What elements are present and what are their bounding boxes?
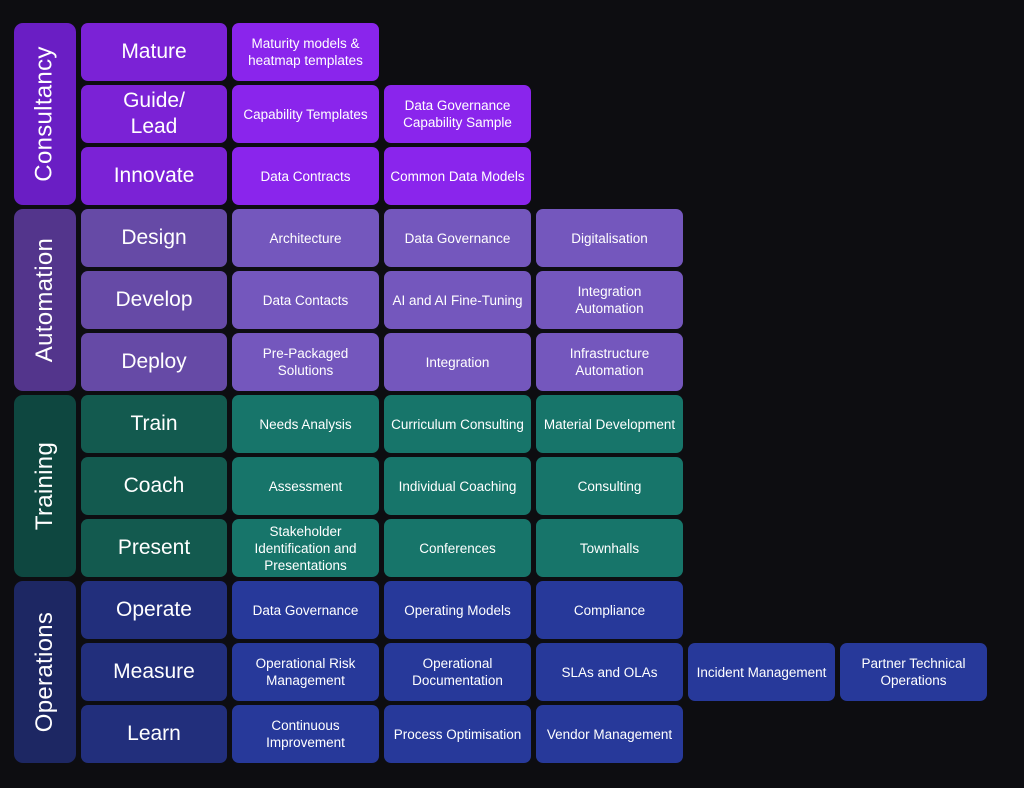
row-label-measure: Measure	[81, 643, 227, 701]
capability-cell: Assessment	[232, 457, 379, 515]
row-label-develop: Develop	[81, 271, 227, 329]
capability-cell: Stakeholder Identification and Presentat…	[232, 519, 379, 577]
capability-cell: Process Optimisation	[384, 705, 531, 763]
capability-cell: Partner Technical Operations	[840, 643, 987, 701]
capability-cell: Townhalls	[536, 519, 683, 577]
capability-cell: Infrastructure Automation	[536, 333, 683, 391]
capability-cell: Capability Templates	[232, 85, 379, 143]
row-label-deploy: Deploy	[81, 333, 227, 391]
capability-cell: Operational Documentation	[384, 643, 531, 701]
row-label-design: Design	[81, 209, 227, 267]
capability-cell: Consulting	[536, 457, 683, 515]
capability-cell: Operating Models	[384, 581, 531, 639]
category-training: Training	[14, 395, 76, 577]
row-label-guide-lead: Guide/ Lead	[81, 85, 227, 143]
capability-cell: Data Governance	[232, 581, 379, 639]
category-label: Operations	[31, 611, 58, 733]
capability-cell: Curriculum Consulting	[384, 395, 531, 453]
capability-cell: Data Governance Capability Sample	[384, 85, 531, 143]
capability-cell: Data Governance	[384, 209, 531, 267]
capability-cell: Digitalisation	[536, 209, 683, 267]
row-label-coach: Coach	[81, 457, 227, 515]
capability-cell: Data Contacts	[232, 271, 379, 329]
capability-cell: Vendor Management	[536, 705, 683, 763]
capability-cell: SLAs and OLAs	[536, 643, 683, 701]
capability-cell: Conferences	[384, 519, 531, 577]
capability-cell: Operational Risk Management	[232, 643, 379, 701]
capability-cell: Maturity models & heatmap templates	[232, 23, 379, 81]
row-label-mature: Mature	[81, 23, 227, 81]
capability-cell: Compliance	[536, 581, 683, 639]
category-label: Automation	[31, 237, 58, 363]
capability-cell: Needs Analysis	[232, 395, 379, 453]
capability-cell: Integration Automation	[536, 271, 683, 329]
category-operations: Operations	[14, 581, 76, 763]
capability-cell: Data Contracts	[232, 147, 379, 205]
capability-cell: Pre-Packaged Solutions	[232, 333, 379, 391]
capability-cell: Continuous Improvement	[232, 705, 379, 763]
row-label-operate: Operate	[81, 581, 227, 639]
capability-cell: Incident Management	[688, 643, 835, 701]
capability-cell: Material Development	[536, 395, 683, 453]
capability-cell: Architecture	[232, 209, 379, 267]
category-consultancy: Consultancy	[14, 23, 76, 205]
row-label-innovate: Innovate	[81, 147, 227, 205]
capability-cell: Individual Coaching	[384, 457, 531, 515]
category-automation: Automation	[14, 209, 76, 391]
row-label-train: Train	[81, 395, 227, 453]
capability-cell: Integration	[384, 333, 531, 391]
category-label: Training	[31, 441, 58, 531]
capability-cell: AI and AI Fine-Tuning	[384, 271, 531, 329]
row-label-present: Present	[81, 519, 227, 577]
row-label-learn: Learn	[81, 705, 227, 763]
category-label: Consultancy	[31, 46, 58, 182]
capability-cell: Common Data Models	[384, 147, 531, 205]
